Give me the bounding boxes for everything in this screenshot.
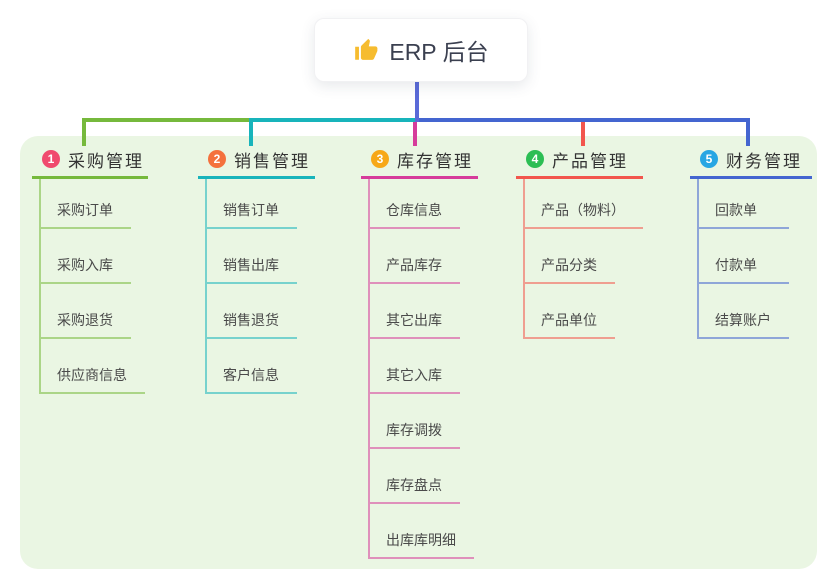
child-node-label[interactable]: 其它入库 — [370, 365, 460, 394]
branch-title[interactable]: 2 销售管理 — [198, 148, 315, 179]
connector-drop-branch-4 — [581, 118, 585, 146]
list-item: 其它入库 — [370, 339, 478, 394]
list-item: 销售退货 — [207, 284, 315, 339]
branch-title-label: 销售管理 — [234, 151, 310, 171]
branch-title-label: 产品管理 — [552, 151, 628, 171]
branch-title[interactable]: 3 库存管理 — [361, 148, 478, 179]
branch-number-badge: 2 — [208, 150, 226, 168]
child-node-label[interactable]: 销售出库 — [207, 255, 297, 284]
branch: 3 库存管理 仓库信息 产品库存 其它出库 其它入库 库存调拨 库存盘点 出库库… — [361, 148, 478, 559]
child-node-label[interactable]: 产品分类 — [525, 255, 615, 284]
list-item: 产品库存 — [370, 229, 478, 284]
child-node-label[interactable]: 销售订单 — [207, 200, 297, 229]
branch-children: 采购订单 采购入库 采购退货 供应商信息 — [39, 179, 148, 394]
child-node-label[interactable]: 客户信息 — [207, 365, 297, 394]
connector-drop-branch-3 — [413, 118, 417, 146]
list-item: 仓库信息 — [370, 179, 478, 229]
branch-number-badge: 4 — [526, 150, 544, 168]
branch-children: 仓库信息 产品库存 其它出库 其它入库 库存调拨 库存盘点 出库库明细 — [368, 179, 478, 559]
branch-children: 销售订单 销售出库 销售退货 客户信息 — [205, 179, 315, 394]
branch-title[interactable]: 1 采购管理 — [32, 148, 148, 179]
list-item: 出库库明细 — [370, 504, 478, 559]
list-item: 结算账户 — [699, 284, 812, 339]
branch-number-badge: 3 — [371, 150, 389, 168]
child-node-label[interactable]: 采购订单 — [41, 200, 131, 229]
branch-children: 产品（物料） 产品分类 产品单位 — [523, 179, 643, 339]
root-node[interactable]: ERP 后台 — [314, 18, 528, 82]
branch: 4 产品管理 产品（物料） 产品分类 产品单位 — [516, 148, 643, 339]
connector-drop-branch-2 — [249, 118, 253, 146]
child-node-label[interactable]: 产品（物料） — [525, 200, 643, 229]
connector-drop-branch-1 — [82, 118, 86, 146]
list-item: 库存调拨 — [370, 394, 478, 449]
branch-title[interactable]: 4 产品管理 — [516, 148, 643, 179]
branch-number-badge: 5 — [700, 150, 718, 168]
list-item: 产品（物料） — [525, 179, 643, 229]
child-node-label[interactable]: 销售退货 — [207, 310, 297, 339]
branches-panel — [20, 136, 817, 569]
child-node-label[interactable]: 库存调拨 — [370, 420, 460, 449]
connector-horizontal-branch-1 — [82, 118, 251, 122]
child-node-label[interactable]: 采购退货 — [41, 310, 131, 339]
branch: 2 销售管理 销售订单 销售出库 销售退货 客户信息 — [198, 148, 315, 394]
child-node-label[interactable]: 供应商信息 — [41, 365, 145, 394]
child-node-label[interactable]: 采购入库 — [41, 255, 131, 284]
list-item: 产品分类 — [525, 229, 643, 284]
list-item: 客户信息 — [207, 339, 315, 394]
list-item: 采购订单 — [41, 179, 148, 229]
child-node-label[interactable]: 产品库存 — [370, 255, 460, 284]
connector-horizontal-branch-2 — [249, 118, 419, 122]
child-node-label[interactable]: 产品单位 — [525, 310, 615, 339]
list-item: 采购退货 — [41, 284, 148, 339]
child-node-label[interactable]: 回款单 — [699, 200, 789, 229]
child-node-label[interactable]: 仓库信息 — [370, 200, 460, 229]
child-node-label[interactable]: 库存盘点 — [370, 475, 460, 504]
child-node-label[interactable]: 结算账户 — [699, 310, 789, 339]
branch-title-label: 库存管理 — [397, 151, 473, 171]
root-label: ERP 后台 — [389, 39, 489, 65]
child-node-label[interactable]: 其它出库 — [370, 310, 460, 339]
child-node-label[interactable]: 出库库明细 — [370, 530, 474, 559]
list-item: 销售出库 — [207, 229, 315, 284]
list-item: 其它出库 — [370, 284, 478, 339]
list-item: 销售订单 — [207, 179, 315, 229]
branch-title-label: 财务管理 — [726, 151, 802, 171]
list-item: 供应商信息 — [41, 339, 148, 394]
thumbs-up-icon — [353, 37, 379, 63]
connector-drop-branch-5 — [746, 118, 750, 146]
child-node-label[interactable]: 付款单 — [699, 255, 789, 284]
branch-title-label: 采购管理 — [68, 151, 144, 171]
branch-title[interactable]: 5 财务管理 — [690, 148, 812, 179]
list-item: 产品单位 — [525, 284, 643, 339]
list-item: 回款单 — [699, 179, 812, 229]
connector-root-vertical — [415, 82, 419, 122]
connector-horizontal-branch-5 — [415, 118, 750, 122]
list-item: 采购入库 — [41, 229, 148, 284]
branch-number-badge: 1 — [42, 150, 60, 168]
list-item: 付款单 — [699, 229, 812, 284]
branch: 1 采购管理 采购订单 采购入库 采购退货 供应商信息 — [32, 148, 148, 394]
list-item: 库存盘点 — [370, 449, 478, 504]
branch: 5 财务管理 回款单 付款单 结算账户 — [690, 148, 812, 339]
branch-children: 回款单 付款单 结算账户 — [697, 179, 812, 339]
